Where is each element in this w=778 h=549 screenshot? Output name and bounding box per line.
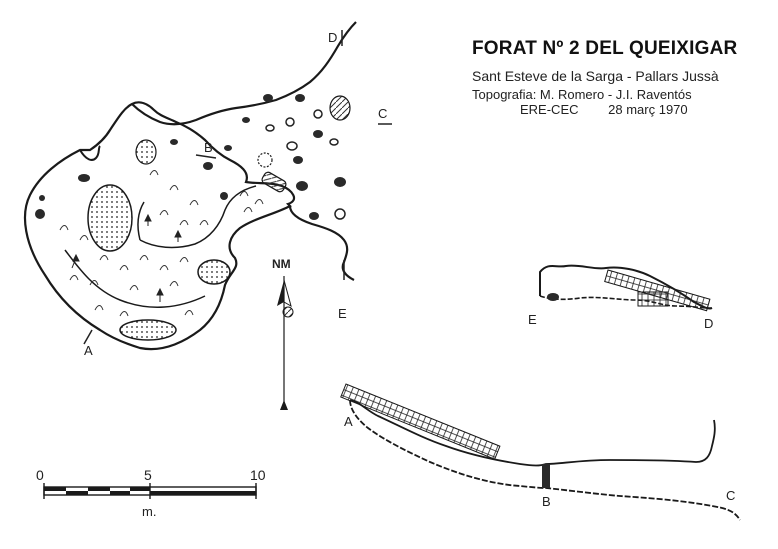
section-marker-b: B bbox=[195, 140, 217, 159]
section-marker-d: D bbox=[328, 30, 343, 46]
boulder-block bbox=[135, 139, 157, 165]
inner-ledge-line bbox=[139, 185, 257, 249]
scale-tick-0: 0 bbox=[36, 467, 44, 483]
slope-arrows bbox=[71, 213, 182, 302]
boulder-block bbox=[87, 184, 133, 252]
scale-tick-10: 10 bbox=[250, 467, 266, 483]
boulder-block bbox=[197, 259, 231, 285]
profile-section-ed: E D bbox=[528, 264, 713, 331]
profile-ed-floor bbox=[539, 295, 713, 309]
rock-cluster bbox=[35, 94, 346, 220]
boulder-block bbox=[329, 95, 351, 121]
profile-abc-label-a: A bbox=[344, 414, 353, 429]
profile-ed-rock bbox=[547, 293, 559, 301]
section-marker-a: A bbox=[83, 329, 93, 358]
section-label-d: D bbox=[328, 30, 337, 45]
cave-outline-lower-wall bbox=[288, 205, 355, 281]
profile-ed-label-d: D bbox=[704, 316, 713, 331]
profile-abc-pillar bbox=[542, 464, 550, 488]
profile-abc-label-b: B bbox=[542, 494, 551, 509]
cave-outline bbox=[23, 101, 296, 351]
plan-view: A B C D E bbox=[23, 21, 392, 358]
boulder-block bbox=[257, 152, 273, 168]
section-marker-e: E bbox=[338, 260, 347, 321]
profile-abc-slab bbox=[340, 383, 501, 460]
scale-unit: m. bbox=[142, 504, 156, 519]
section-label-a: A bbox=[84, 343, 93, 358]
cave-outline-upper-wall bbox=[131, 21, 357, 126]
section-label-b: B bbox=[204, 140, 213, 155]
survey-location: Sant Esteve de la Sarga - Pallars Jussà bbox=[472, 68, 719, 84]
section-marker-c: C bbox=[378, 106, 392, 125]
boulder-block bbox=[261, 171, 287, 193]
scale-bar: 0 5 10 m. bbox=[36, 467, 266, 519]
north-arrow: NM bbox=[272, 257, 294, 410]
survey-date: 28 març 1970 bbox=[608, 102, 688, 117]
profile-abc-label-c: C bbox=[726, 488, 735, 503]
section-label-e: E bbox=[338, 306, 347, 321]
profile-section-abc: A B C bbox=[340, 383, 741, 521]
title-block: FORAT Nº 2 DEL QUEIXIGAR Sant Esteve de … bbox=[472, 38, 772, 117]
survey-authors: Topografia: M. Romero - J.I. Raventós bbox=[472, 87, 692, 102]
profile-ed-label-e: E bbox=[528, 312, 537, 327]
section-label-c: C bbox=[378, 106, 387, 121]
survey-club: ERE-CEC bbox=[520, 102, 579, 117]
profile-abc-floor bbox=[349, 399, 741, 521]
inner-ledge-line bbox=[137, 201, 145, 241]
floor-texture bbox=[59, 170, 264, 317]
inner-ledge-line bbox=[64, 249, 206, 308]
survey-title: FORAT Nº 2 DEL QUEIXIGAR bbox=[472, 38, 738, 59]
profile-ed-block bbox=[637, 291, 669, 307]
scale-tick-5: 5 bbox=[144, 467, 152, 483]
boulder-block bbox=[119, 319, 177, 341]
north-arrow-label: NM bbox=[272, 257, 291, 271]
cave-outline-entrance bbox=[79, 145, 101, 161]
survey-club-date: ERE-CEC 28 març 1970 bbox=[472, 102, 772, 117]
